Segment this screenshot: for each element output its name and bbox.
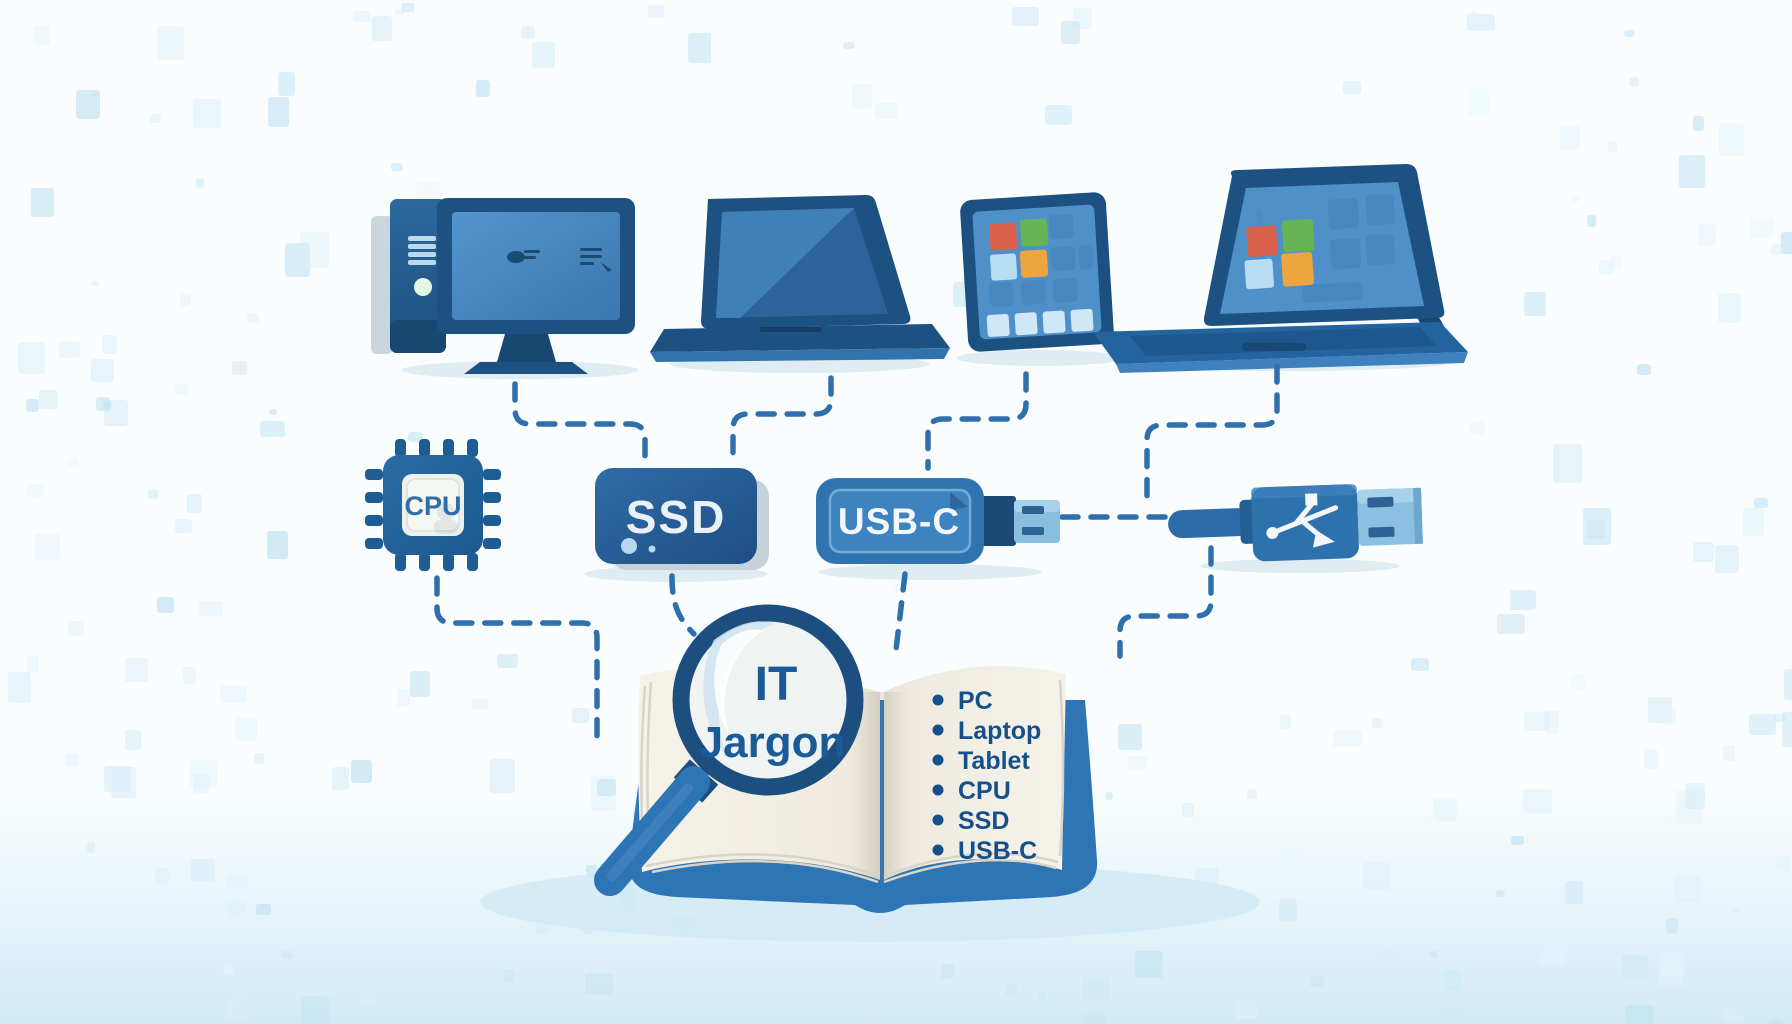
book-right-page	[884, 666, 1066, 880]
line-cpu-to-book	[434, 575, 600, 748]
usb-drive-icon: USB-C	[816, 478, 1060, 564]
glossary-item: PC	[958, 687, 993, 715]
magnifying-glass-icon: IT Jargon	[594, 604, 864, 896]
tile-lightblue	[1244, 258, 1275, 290]
line-tablet-to-usb-drive	[925, 371, 1029, 471]
glossary-item: Tablet	[958, 747, 1030, 775]
cpu-chip-icon: CPU	[365, 439, 501, 571]
ssd-label: SSD	[626, 491, 727, 543]
trackpad	[1242, 343, 1306, 351]
bullet	[932, 754, 944, 766]
screen-glyphs	[507, 248, 612, 272]
tablet-icon	[960, 192, 1114, 352]
glossary-item: SSD	[958, 807, 1009, 835]
tower-vents	[408, 236, 436, 265]
line-ssd-to-book	[669, 573, 697, 637]
tile-green	[1019, 218, 1049, 247]
cpu-die-shadow	[434, 503, 458, 534]
line-usb-drive-to-book	[893, 571, 908, 653]
laptop-icon	[650, 195, 950, 362]
ssd-led	[621, 538, 637, 554]
usb-drive-panel	[828, 488, 972, 554]
magnifier-title-line2: Jargon	[699, 718, 846, 767]
glossary-item: USB-C	[958, 837, 1037, 865]
cpu-label: CPU	[404, 491, 461, 521]
tile-lightblue	[990, 253, 1018, 281]
magnifier-title-line1: IT	[755, 658, 798, 711]
usb-drive-collar	[978, 496, 1016, 546]
cpu-pins	[365, 439, 501, 571]
connector-lines	[434, 363, 1280, 748]
monitor-screen	[452, 212, 620, 320]
cable-wire	[1168, 508, 1253, 539]
ssd-icon: SSD	[595, 468, 769, 570]
keyboard-front-edge	[1116, 352, 1468, 373]
tablet-dock-tiles	[986, 308, 1094, 337]
tile-green	[1281, 218, 1315, 253]
tile-red	[1246, 225, 1278, 258]
bullet	[932, 724, 944, 736]
usb-drive-label: USB-C	[838, 501, 960, 542]
laptop-base	[650, 324, 950, 352]
line-convertible-to-cable	[1144, 363, 1280, 501]
book-spine-shadow	[852, 692, 908, 882]
tile-orange	[1019, 249, 1049, 278]
line-cable-to-book	[1117, 545, 1214, 659]
convertible-tablet-icon	[1093, 164, 1468, 373]
line-desktop-to-ssd	[512, 381, 648, 461]
app-tiles	[1244, 218, 1315, 290]
bullet	[932, 814, 944, 826]
tile-orange	[1281, 251, 1314, 287]
bullet	[932, 844, 944, 856]
tablet-tile-grid	[988, 213, 1094, 307]
bullet	[932, 694, 944, 706]
laptop-hinge-notch	[760, 327, 822, 332]
usb-trident-icon	[1266, 493, 1339, 548]
bullet	[932, 784, 944, 796]
glossary-item: CPU	[958, 777, 1011, 805]
glossary-item: Laptop	[958, 717, 1041, 745]
line-laptop-to-ssd	[730, 375, 834, 461]
ssd-body	[595, 468, 757, 564]
desktop-pc-icon	[371, 198, 635, 374]
monitor-base	[464, 362, 588, 374]
keyboard-keys	[1130, 327, 1436, 356]
monitor-neck	[497, 334, 556, 362]
tile-red	[989, 222, 1018, 251]
power-button	[414, 278, 432, 296]
usb-cable-icon	[1168, 484, 1423, 562]
tower-back-panel	[371, 216, 393, 354]
glossary-list: PC Laptop Tablet CPU SSD USB-C	[932, 687, 1041, 865]
app-tiles	[989, 218, 1049, 281]
